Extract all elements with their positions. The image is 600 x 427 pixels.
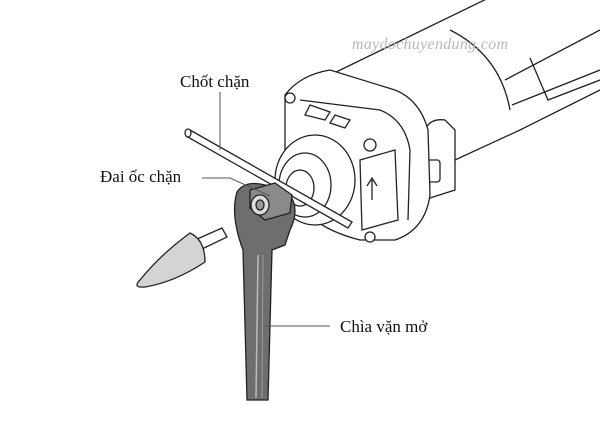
label-lock-nut: Đai ốc chặn	[100, 167, 182, 186]
leader-lines	[202, 92, 330, 327]
label-open-wrench: Chìa vặn mở	[340, 317, 428, 336]
grinding-stone	[136, 227, 228, 288]
leader-lock-nut	[202, 177, 271, 197]
open-wrench	[233, 182, 296, 401]
label-stop-pin: Chốt chặn	[180, 72, 250, 91]
watermark-text: maydochuyendung.com	[352, 36, 509, 53]
grinder-head	[274, 69, 431, 243]
stop-pin	[184, 128, 353, 229]
